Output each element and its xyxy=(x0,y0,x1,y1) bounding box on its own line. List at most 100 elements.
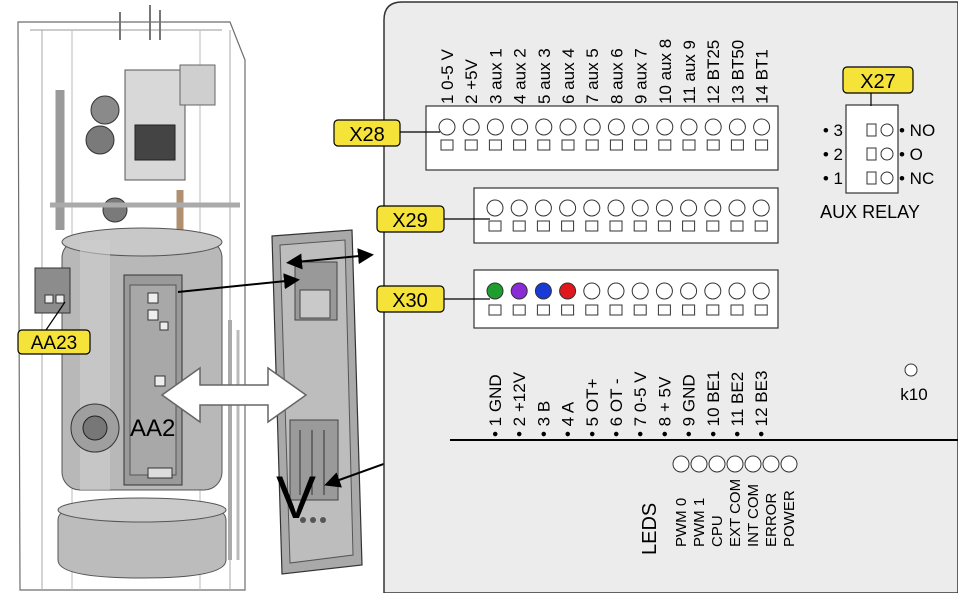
x30-pin-hole xyxy=(583,282,601,300)
x28-pin-slot xyxy=(513,139,527,151)
x30-pin-label: • 6 OT - xyxy=(607,378,626,437)
x28-pin-label: 2 +5V xyxy=(462,58,481,104)
x29-pin-slot xyxy=(730,220,744,232)
x30-pin-slot xyxy=(633,304,647,316)
x30-pin-slot xyxy=(512,304,526,316)
x30-led-purple xyxy=(510,282,528,300)
x28-pin-hole xyxy=(704,118,722,136)
leds-title: LEDS xyxy=(639,503,661,555)
aux-relay-pin-number: • 1 xyxy=(823,169,843,188)
x29-tag: X29 xyxy=(392,210,428,232)
x28-tag: X28 xyxy=(349,124,385,146)
x30-pin-label: • 5 OT+ xyxy=(583,379,602,437)
x28-pin-slot xyxy=(561,139,575,151)
x29-pin-hole xyxy=(752,199,770,217)
x30-pin-hole xyxy=(704,282,722,300)
x30-led-blue xyxy=(534,282,552,300)
aux-relay-pin-number: • 3 xyxy=(823,121,843,140)
x28-pin-label: 10 aux 8 xyxy=(656,39,675,104)
status-led-icon xyxy=(708,455,726,473)
x30-pin-label: • 12 BE3 xyxy=(752,371,771,437)
aa2-label: AA2 xyxy=(130,415,175,442)
x30-pin-hole xyxy=(680,282,698,300)
x30-pin-hole xyxy=(752,282,770,300)
x28-pin-label: 8 aux 6 xyxy=(607,48,626,104)
aux-relay-pin-number: • 2 xyxy=(823,145,843,164)
x28-pin-slot xyxy=(755,139,769,151)
aux-relay-title: AUX RELAY xyxy=(820,202,920,222)
x30-pin-slot xyxy=(657,304,671,316)
arrow-aa2-to-panel xyxy=(177,273,300,293)
x30-pin-label: • 4 A xyxy=(559,401,578,437)
x29-pin-hole xyxy=(486,199,504,217)
x30-pin-slot xyxy=(488,304,502,316)
x29-pin-hole xyxy=(559,199,577,217)
x29-pin-hole xyxy=(655,199,673,217)
status-led-label: PWM 1 xyxy=(691,498,708,547)
x30-pin-slot xyxy=(730,304,744,316)
x28-pin-label: 12 BT25 xyxy=(704,40,723,104)
status-led-label: CPU xyxy=(709,515,726,547)
x30-pin-label: • 8 + 5V xyxy=(655,376,674,437)
x30-pin-label: • 7 0-5 V xyxy=(631,371,650,437)
v-label: V xyxy=(276,464,316,531)
aux-relay-pin-slot xyxy=(866,147,877,161)
x29-pin-hole xyxy=(510,199,528,217)
x30-pin-slot xyxy=(609,304,623,316)
x29-callout: X29 xyxy=(376,205,490,233)
x30-pin-label: • 10 BE1 xyxy=(704,371,723,437)
x28-pin-slot xyxy=(537,139,551,151)
x28-pin-slot xyxy=(634,139,648,151)
aux-relay-pin-hole xyxy=(880,147,894,161)
x30-pin-slot xyxy=(536,304,550,316)
status-led-label: POWER xyxy=(781,490,798,547)
x29-pin-slot xyxy=(682,220,696,232)
x29-connector xyxy=(473,187,779,244)
x29-pin-slot xyxy=(585,220,599,232)
aux-relay-pin-name: • NO xyxy=(899,121,935,140)
x30-pin-label: • 9 GND xyxy=(680,374,699,437)
arrow-back-head xyxy=(286,253,303,270)
x29-pin-hole xyxy=(631,199,649,217)
x28-pin-slot xyxy=(706,139,720,151)
status-led-icon xyxy=(780,455,798,473)
x28-pin-label: 11 aux 9 xyxy=(680,40,699,104)
x30-pin-slot xyxy=(706,304,720,316)
status-led-icon xyxy=(744,455,762,473)
status-led-label: EXT COM xyxy=(727,479,744,547)
aux-relay-pin-hole xyxy=(880,171,894,185)
x30-tag: X30 xyxy=(392,290,428,312)
x28-pin-hole xyxy=(656,118,674,136)
x30-pin-label: • 2 +12V xyxy=(510,371,529,437)
aux-relay-pin-slot xyxy=(866,123,877,137)
x28-pin-hole xyxy=(753,118,771,136)
x28-pin-slot xyxy=(658,139,672,151)
aa23-callout: AA23 xyxy=(17,301,91,355)
x28-pin-slot xyxy=(730,139,744,151)
x27-tag: X27 xyxy=(860,71,896,93)
aux-relay-pin-slot xyxy=(866,171,877,185)
k10-label: k10 xyxy=(900,385,927,404)
x29-pin-hole xyxy=(607,199,625,217)
aux-relay-pin-name: • O xyxy=(899,145,923,164)
x28-pin-hole xyxy=(462,118,480,136)
x27-relay: X27 • 3 • NO • 2 • O • 1 • NC AUX RELAY xyxy=(820,66,935,222)
k10-led-icon xyxy=(904,363,918,377)
x28-pin-label: 3 aux 1 xyxy=(486,48,505,104)
x29-pin-slot xyxy=(536,220,550,232)
x28-pin-hole xyxy=(486,118,504,136)
arrow-panel-to-board xyxy=(295,248,374,265)
status-led-icon xyxy=(690,455,708,473)
x30-pin-slot xyxy=(682,304,696,316)
x29-pin-hole xyxy=(680,199,698,217)
x28-pin-slot xyxy=(488,139,502,151)
x30-pin-label: • 3 B xyxy=(534,401,553,437)
aux-relay-pin-name: • NC xyxy=(899,169,934,188)
x28-pin-hole xyxy=(632,118,650,136)
x27-callout xyxy=(842,66,914,94)
status-led-icon xyxy=(726,455,744,473)
status-led-icon xyxy=(762,455,780,473)
